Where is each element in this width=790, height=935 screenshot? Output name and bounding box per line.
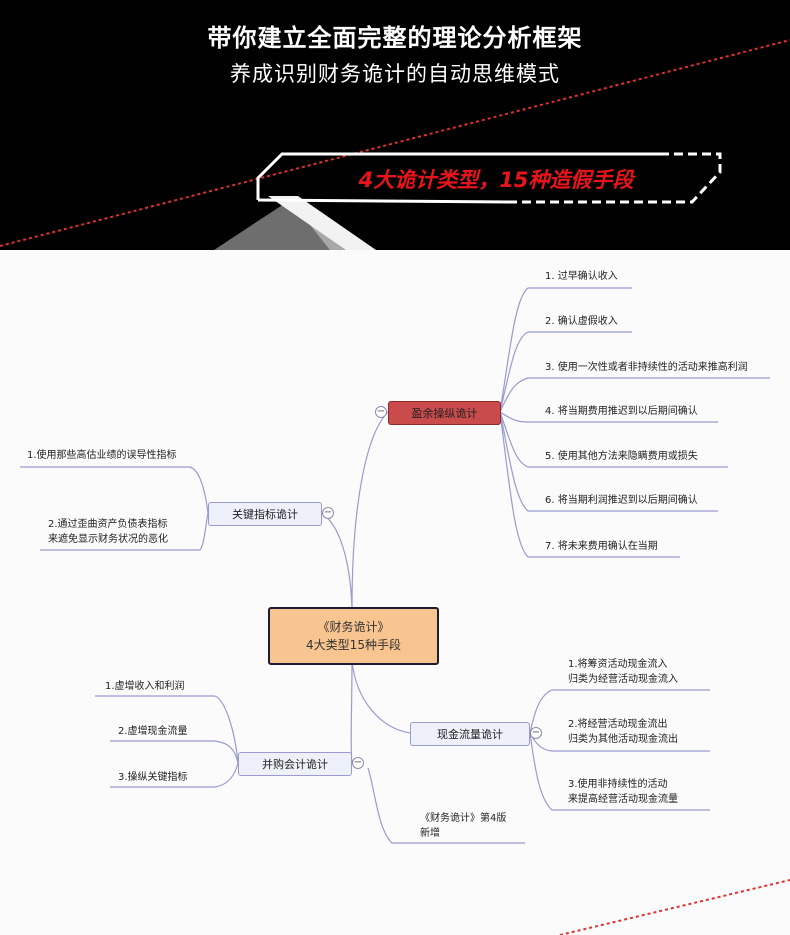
connector-merger-1 — [95, 695, 239, 764]
connector-earnings-6 — [499, 411, 718, 512]
root-title: 《财务诡计》 — [317, 620, 390, 634]
connector-root-earnings — [351, 411, 389, 608]
branch-earnings-label: 盈余操纵诡计 — [411, 407, 478, 420]
branch-merger[interactable]: 并购会计诡计 — [238, 752, 352, 776]
stripe-decoration — [268, 196, 376, 250]
connector-cashflow-1 — [529, 689, 710, 734]
earnings-item-3: 3. 使用一次性或者非持续性的活动来推高利润 — [545, 362, 748, 373]
headline: 带你建立全面完整的理论分析框架 — [207, 24, 583, 52]
banner-frame — [256, 152, 660, 200]
merger-item-1: 1.虚增收入和利润 — [105, 681, 185, 692]
merger-note-line1: 《财务诡计》第4版 — [420, 813, 507, 824]
branch-earnings[interactable]: 盈余操纵诡计 — [388, 401, 501, 425]
connector-keymetrics-1 — [20, 466, 209, 514]
branch-key-metrics[interactable]: 关键指标诡计 — [208, 502, 322, 526]
key-metrics-item-1: 1.使用那些高估业绩的误导性指标 — [27, 450, 177, 461]
earnings-item-4: 4. 将当期费用推迟到以后期间确认 — [545, 406, 698, 417]
banner-frame-dashed — [515, 152, 722, 204]
cash-flow-item-3-line1: 3.使用非持续性的活动 — [568, 779, 668, 790]
connector-earnings-4 — [499, 411, 718, 423]
banner-frame-bottom — [257, 198, 516, 204]
collapse-cash-flow-icon[interactable]: − — [530, 727, 542, 739]
branch-merger-label: 并购会计诡计 — [262, 758, 328, 771]
connector-merger-3 — [110, 762, 239, 788]
root-subtitle: 4大类型15种手段 — [306, 638, 401, 652]
earnings-item-5: 5. 使用其他方法来隐瞒费用或损失 — [545, 451, 698, 462]
collapse-merger-icon[interactable]: − — [352, 757, 364, 769]
merger-item-3: 3.操纵关键指标 — [118, 772, 188, 783]
connector-earnings-3 — [499, 377, 770, 413]
connector-earnings-2 — [499, 331, 632, 413]
earnings-item-7: 7. 将未来费用确认在当期 — [545, 541, 658, 552]
banner-text: 4大诡计类型，15种造假手段 — [358, 168, 634, 192]
earnings-item-6: 6. 将当期利润推迟到以后期间确认 — [545, 495, 698, 506]
mindmap-panel: 《财务诡计》 4大类型15种手段 盈余操纵诡计 − 1. 过早确认收入 2. 确… — [0, 250, 790, 935]
branch-cash-flow-label: 现金流量诡计 — [437, 728, 503, 741]
connector-root-keymetrics — [321, 512, 353, 608]
connector-root-merger — [350, 660, 353, 763]
key-metrics-item-2-line1: 2.通过歪曲资产负债表指标 — [48, 519, 168, 530]
cash-flow-item-3-line2: 来提高经营活动现金流量 — [568, 794, 678, 805]
merger-item-2: 2.虚增现金流量 — [118, 726, 188, 737]
header-banner: 带你建立全面完整的理论分析框架 养成识别财务诡计的自动思维模式 4大诡计类型，1… — [0, 0, 790, 250]
cash-flow-item-2-line1: 2.将经营活动现金流出 — [568, 719, 668, 730]
connector-earnings-7 — [499, 411, 680, 558]
branch-cash-flow[interactable]: 现金流量诡计 — [410, 722, 530, 746]
cash-flow-item-2-line2: 归类为其他活动现金流出 — [568, 734, 678, 745]
key-metrics-item-2-line2: 来遮免显示财务状况的恶化 — [48, 534, 168, 545]
subheadline: 养成识别财务诡计的自动思维模式 — [230, 62, 560, 86]
red-dotted-line-bottom — [559, 879, 790, 935]
connector-earnings-1 — [499, 287, 632, 413]
collapse-earnings-icon[interactable]: − — [375, 406, 387, 418]
connector-keymetrics-2 — [40, 512, 209, 551]
connector-merger-note — [367, 767, 525, 844]
header-decoration — [0, 39, 790, 250]
mindmap-connectors — [20, 287, 790, 935]
cash-flow-item-1-line1: 1.将筹资活动现金流入 — [568, 659, 668, 670]
collapse-key-metrics-icon[interactable]: − — [322, 507, 334, 519]
earnings-item-2: 2. 确认虚假收入 — [545, 316, 618, 327]
earnings-item-1: 1. 过早确认收入 — [545, 271, 618, 282]
cash-flow-item-1-line2: 归类为经营活动现金流入 — [568, 674, 678, 685]
branch-key-metrics-label: 关键指标诡计 — [232, 508, 298, 521]
connector-merger-2 — [110, 740, 239, 764]
merger-note-line2: 新增 — [420, 828, 440, 839]
connector-cashflow-3 — [529, 732, 710, 811]
connector-root-cashflow — [351, 660, 411, 734]
red-dotted-line — [0, 39, 790, 247]
connector-earnings-5 — [499, 411, 728, 468]
root-node[interactable]: 《财务诡计》 4大类型15种手段 — [268, 607, 439, 665]
